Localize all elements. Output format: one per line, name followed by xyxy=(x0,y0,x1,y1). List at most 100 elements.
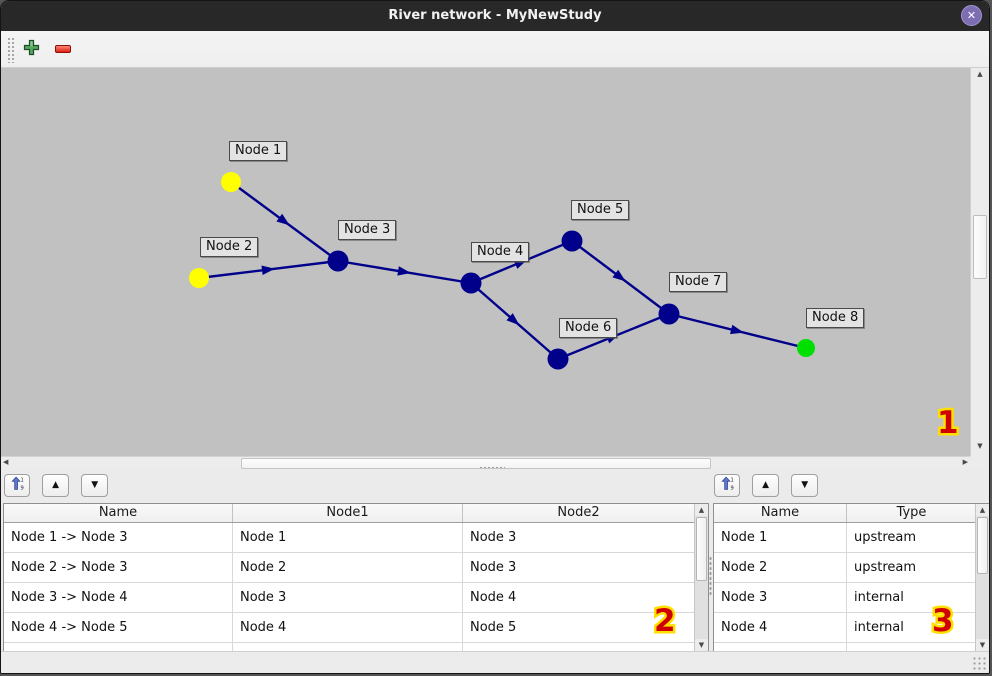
add-button[interactable] xyxy=(21,39,41,59)
column-header[interactable]: Node2 xyxy=(463,504,695,522)
vertical-scroll-thumb[interactable] xyxy=(973,215,987,279)
table-scroll-thumb[interactable] xyxy=(977,517,988,574)
network-node[interactable] xyxy=(327,250,349,272)
table-cell: Node 3 -> Node 4 xyxy=(4,583,233,612)
window-title: River network - MyNewStudy xyxy=(388,8,602,23)
network-node[interactable] xyxy=(221,172,241,192)
sort-ascending-icon: 1 9 xyxy=(10,476,25,495)
node-label[interactable]: Node 4 xyxy=(471,242,530,262)
column-header[interactable]: Type xyxy=(847,504,977,522)
canvas-horizontal-scrollbar[interactable]: ◀ ▶ xyxy=(1,456,972,469)
table-cell: Node 4 -> Node 5 xyxy=(4,613,233,642)
node-label[interactable]: Node 7 xyxy=(669,272,728,292)
table-cell: Node 4 xyxy=(714,613,847,642)
scroll-down-icon[interactable]: ▼ xyxy=(976,639,989,651)
splitter-handle[interactable] xyxy=(479,466,505,469)
horizontal-scroll-thumb[interactable] xyxy=(241,458,711,469)
sort-button[interactable]: 1 9 xyxy=(714,474,740,497)
column-header[interactable]: Node1 xyxy=(233,504,463,522)
network-node[interactable] xyxy=(561,230,583,252)
sort-ascending-icon: 1 9 xyxy=(720,476,735,495)
table-cell: Node 2 xyxy=(233,553,463,582)
minus-icon xyxy=(55,45,71,53)
network-node[interactable] xyxy=(797,339,815,357)
scroll-up-icon[interactable]: ▲ xyxy=(977,70,983,78)
nodes-toolbar: 1 9 ▲ ▼ xyxy=(714,474,825,499)
panel-splitter[interactable] xyxy=(709,469,713,653)
node-label[interactable]: Node 3 xyxy=(338,220,397,240)
svg-text:1: 1 xyxy=(20,477,23,483)
svg-text:1: 1 xyxy=(730,477,733,483)
scrollbar-corner xyxy=(970,456,989,469)
edge-arrow-icon xyxy=(506,313,520,326)
move-down-button[interactable]: ▼ xyxy=(81,474,109,497)
close-button[interactable]: ✕ xyxy=(961,5,982,26)
arrow-down-icon: ▼ xyxy=(91,480,99,490)
column-header[interactable]: Name xyxy=(4,504,233,522)
node-label[interactable]: Node 1 xyxy=(229,141,288,161)
annotation-1: 1 xyxy=(935,403,961,444)
node-label[interactable]: Node 2 xyxy=(200,237,259,257)
table-cell: Node 3 xyxy=(463,553,695,582)
network-node[interactable] xyxy=(460,272,482,294)
status-bar xyxy=(1,651,989,673)
node-label[interactable]: Node 5 xyxy=(571,200,630,220)
table-cell: Node 2 xyxy=(714,553,847,582)
title-bar: River network - MyNewStudy ✕ xyxy=(1,1,989,31)
nodes-table-scrollbar[interactable]: ▲ ▼ xyxy=(975,504,989,651)
arrow-up-icon: ▲ xyxy=(762,480,770,490)
table-cell: Node 1 xyxy=(714,523,847,552)
move-down-button[interactable]: ▼ xyxy=(791,474,819,497)
edge-arrow-icon xyxy=(730,324,744,335)
toolbar-drag-handle[interactable] xyxy=(7,37,15,63)
network-node[interactable] xyxy=(658,303,680,325)
scroll-down-icon[interactable]: ▼ xyxy=(695,639,708,651)
move-up-button[interactable]: ▲ xyxy=(752,474,780,497)
svg-text:9: 9 xyxy=(20,486,23,491)
close-icon: ✕ xyxy=(966,9,977,22)
remove-button[interactable] xyxy=(53,39,73,59)
node-label[interactable]: Node 8 xyxy=(806,308,865,328)
scroll-left-icon[interactable]: ◀ xyxy=(3,458,9,466)
network-diagram xyxy=(189,172,815,370)
table-cell: upstream xyxy=(847,523,977,552)
links-table-scrollbar[interactable]: ▲ ▼ xyxy=(694,504,708,651)
column-header[interactable]: Name xyxy=(714,504,847,522)
sort-button[interactable]: 1 9 xyxy=(4,474,30,497)
plus-icon xyxy=(23,39,40,60)
table-cell: Node 1 xyxy=(233,523,463,552)
edge-arrow-icon xyxy=(397,266,411,276)
move-up-button[interactable]: ▲ xyxy=(42,474,70,497)
network-node[interactable] xyxy=(189,268,209,288)
table-scroll-thumb[interactable] xyxy=(696,517,707,581)
canvas-vertical-scrollbar[interactable]: ▲ ▼ xyxy=(970,68,989,456)
table-cell: internal xyxy=(847,583,977,612)
annotation-2: 2 xyxy=(652,601,678,642)
svg-text:9: 9 xyxy=(730,486,733,491)
network-node[interactable] xyxy=(547,348,569,370)
node-label[interactable]: Node 6 xyxy=(559,318,618,338)
splitter-dots xyxy=(709,556,712,596)
scroll-right-icon[interactable]: ▶ xyxy=(962,458,968,466)
scroll-down-icon[interactable]: ▼ xyxy=(977,442,983,450)
links-toolbar: 1 9 ▲ ▼ xyxy=(4,474,115,499)
table-cell: Node 3 xyxy=(233,583,463,612)
resize-grip[interactable] xyxy=(972,656,986,670)
scroll-up-icon[interactable]: ▲ xyxy=(976,504,989,516)
scroll-up-icon[interactable]: ▲ xyxy=(695,504,708,516)
network-canvas[interactable]: Node 1 Node 2 Node 3 Node 4 Node 5 Node 6 Node… xyxy=(1,68,972,456)
